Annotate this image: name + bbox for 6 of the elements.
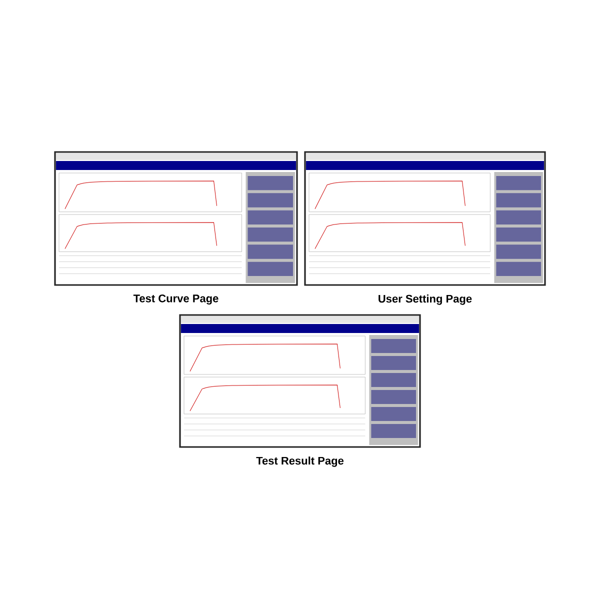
screenshot-picture [304, 151, 546, 286]
screenshot-picture [179, 314, 421, 448]
node-label: User Setting Page [378, 294, 472, 305]
node-label: Test Curve Page [133, 294, 218, 305]
node-label: Test Result Page [256, 456, 344, 467]
screenshot-picture [54, 151, 298, 286]
